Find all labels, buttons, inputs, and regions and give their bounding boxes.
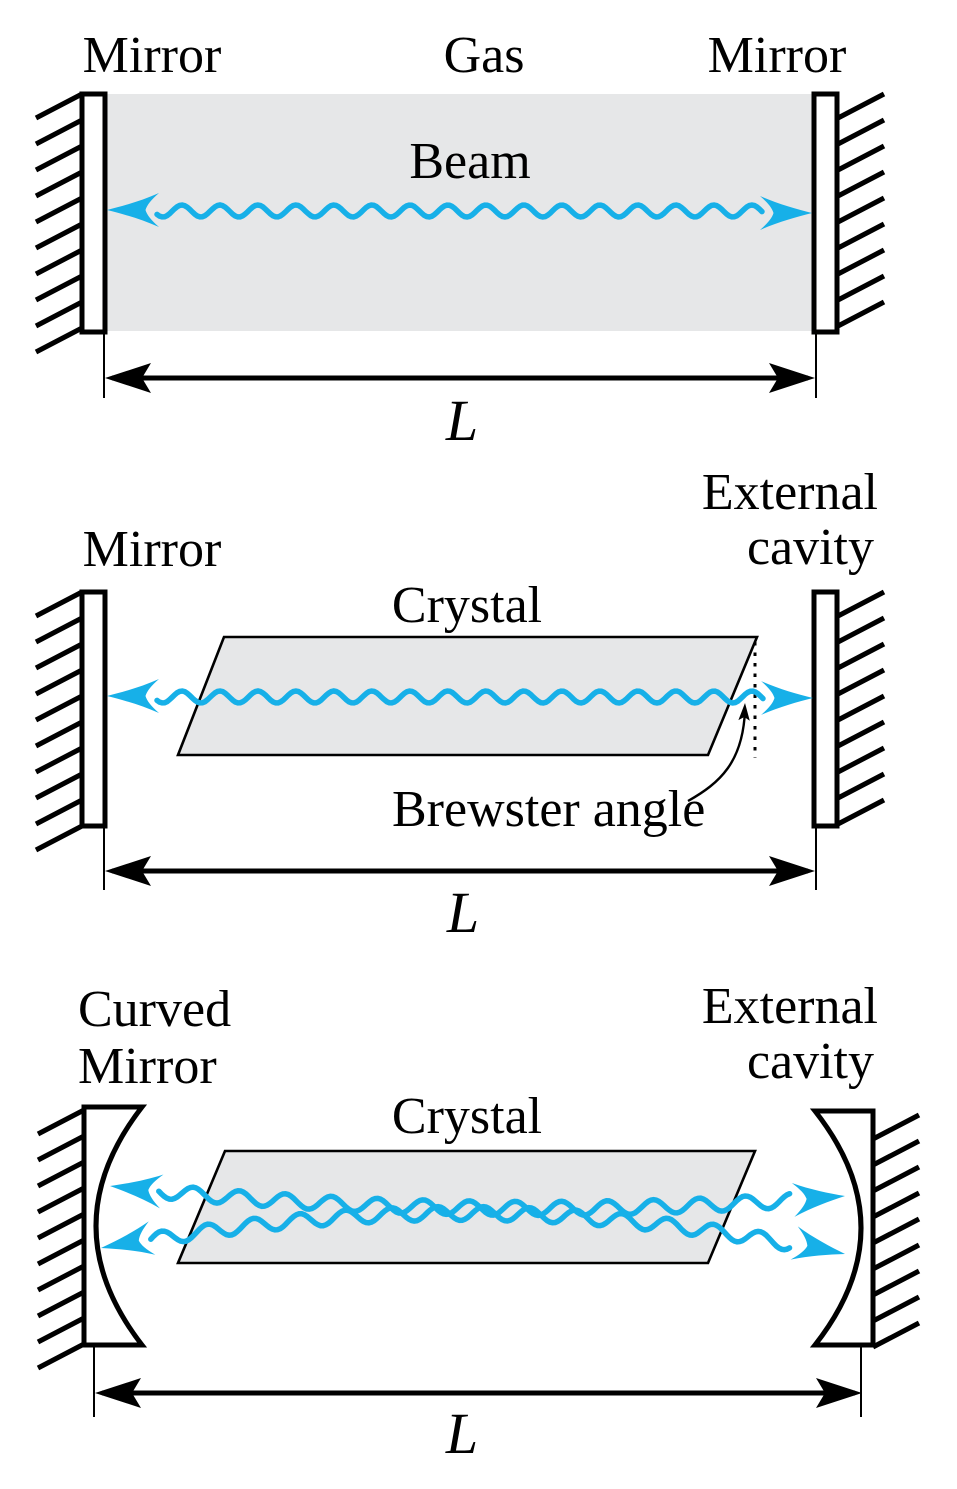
beam-wave-lower — [148, 1203, 793, 1253]
beam-arrowhead-lower-right — [790, 1226, 849, 1271]
mirror-right-label: Mirror — [708, 27, 847, 84]
crystal-label: Crystal — [392, 577, 542, 634]
beam-arrowhead-upper-right — [791, 1179, 847, 1217]
beam-wave — [154, 202, 765, 220]
diagram-gas-cavity: Mirror Gas Mirror Beam L — [34, 27, 886, 453]
external-cavity-label-line1: External — [702, 464, 878, 521]
mirror-left-label: Mirror — [83, 27, 222, 84]
external-cavity-label-line1: External — [702, 978, 878, 1035]
wall-hatching-right — [836, 91, 886, 329]
curved-mirror-label-line2: Mirror — [78, 1038, 217, 1095]
diagram-curved-mirror-cavity: Curved Mirror External cavity Crystal L — [36, 978, 921, 1466]
beam-label: Beam — [409, 133, 530, 190]
cavity-length-label: L — [446, 880, 479, 945]
beam-wave-upper — [156, 1184, 793, 1219]
beam-arrowhead-left — [107, 679, 159, 713]
brewster-pointer-curve — [687, 709, 747, 803]
external-cavity-label-line2: cavity — [747, 519, 874, 576]
mirror-label: Mirror — [83, 521, 222, 578]
flat-mirror-left — [79, 91, 108, 335]
curved-mirror-left — [81, 1104, 148, 1348]
external-cavity-label-line2: cavity — [747, 1033, 874, 1090]
curved-mirror-label-line1: Curved — [78, 981, 231, 1038]
wall-hatching-left — [36, 1107, 86, 1371]
wall-hatching-left — [34, 91, 84, 355]
beam-arrowhead-right — [761, 681, 813, 715]
cavity-length-label: L — [445, 1401, 478, 1466]
flat-mirror-right — [811, 589, 840, 829]
wall-hatching-right — [836, 589, 886, 827]
gas-label: Gas — [444, 27, 525, 84]
beam-wave — [154, 688, 766, 706]
beam-arrowhead-lower-left — [97, 1221, 156, 1265]
crystal-label: Crystal — [392, 1088, 542, 1145]
brewster-angle-label: Brewster angle — [392, 781, 705, 838]
cavity-length-label: L — [445, 388, 478, 453]
wall-hatching-left — [34, 589, 84, 853]
flat-mirror-right — [811, 91, 840, 335]
crystal-body — [176, 1149, 757, 1265]
curved-mirror-right — [809, 1108, 876, 1348]
wall-hatching-right — [871, 1112, 921, 1350]
beam-arrowhead-upper-left — [108, 1169, 164, 1209]
crystal-body — [176, 635, 759, 757]
diagram-brewster-crystal-cavity: Mirror External cavity Crystal Brewster … — [34, 464, 886, 945]
flat-mirror-left — [79, 589, 108, 829]
